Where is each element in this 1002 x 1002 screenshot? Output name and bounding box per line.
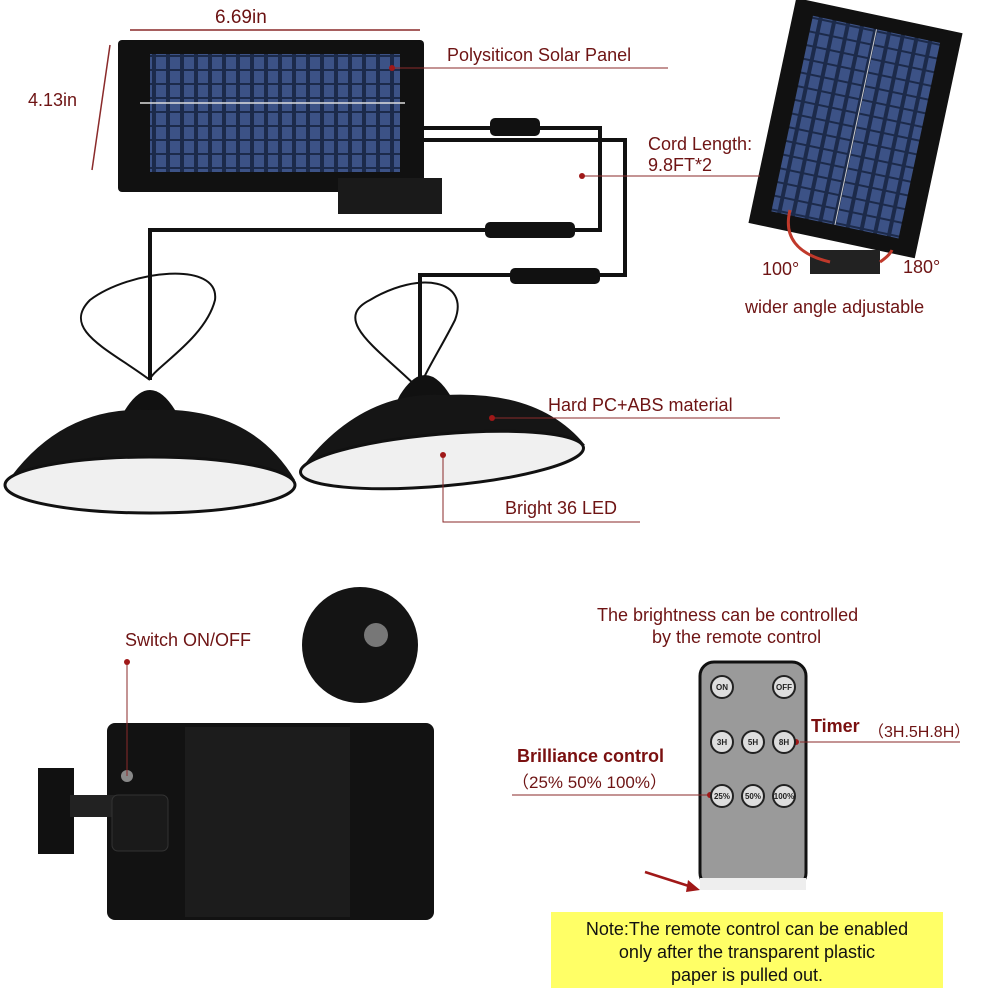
cord-length-callout-1: Cord Length: <box>648 134 753 154</box>
material-callout: Hard PC+ABS material <box>548 395 733 415</box>
remote-off-button: OFF <box>772 675 796 699</box>
switch-callout: Switch ON/OFF <box>125 630 252 650</box>
remote-100-button: 100% <box>772 784 796 808</box>
remote-25-button: 25% <box>710 784 734 808</box>
solar-panel <box>118 40 442 214</box>
remote-3h-button: 3H <box>710 730 734 754</box>
angle-right: 180° <box>903 257 941 277</box>
timer-values: （3H.5H.8H） <box>868 724 971 741</box>
remote-on-button: ON <box>710 675 734 699</box>
note-line-3: paper is pulled out. <box>670 965 824 985</box>
angle-left: 100° <box>762 259 800 279</box>
note-box: Note:The remote control can be enabled o… <box>551 912 943 988</box>
brilliance-values: （25% 50% 100%） <box>512 773 667 792</box>
angle-caption: wider angle adjustable <box>745 297 925 317</box>
remote-8h-button: 8H <box>772 730 796 754</box>
solar-panel-callout: Polysiticon Solar Panel <box>447 45 632 65</box>
cord-length-callout-2: 9.8FT*2 <box>648 155 713 175</box>
brilliance-label: Brilliance control <box>517 746 665 766</box>
width-dimension: 6.69in <box>215 7 267 28</box>
led-callout: Bright 36 LED <box>505 498 618 518</box>
remote-5h-button: 5H <box>741 730 765 754</box>
remote-caption-1: The brightness can be controlled <box>597 605 859 625</box>
remote-50-button: 50% <box>741 784 765 808</box>
timer-label: Timer <box>811 716 860 736</box>
note-line-2: only after the transparent plastic <box>618 942 876 962</box>
lamp-left <box>3 390 297 515</box>
adjustable-panel <box>748 0 963 259</box>
lamp-right <box>299 375 585 491</box>
note-line-1: Note:The remote control can be enabled <box>585 919 909 939</box>
battery-box <box>38 723 434 920</box>
height-dimension: 4.13in <box>28 90 78 110</box>
remote-caption-2: by the remote control <box>652 627 822 647</box>
